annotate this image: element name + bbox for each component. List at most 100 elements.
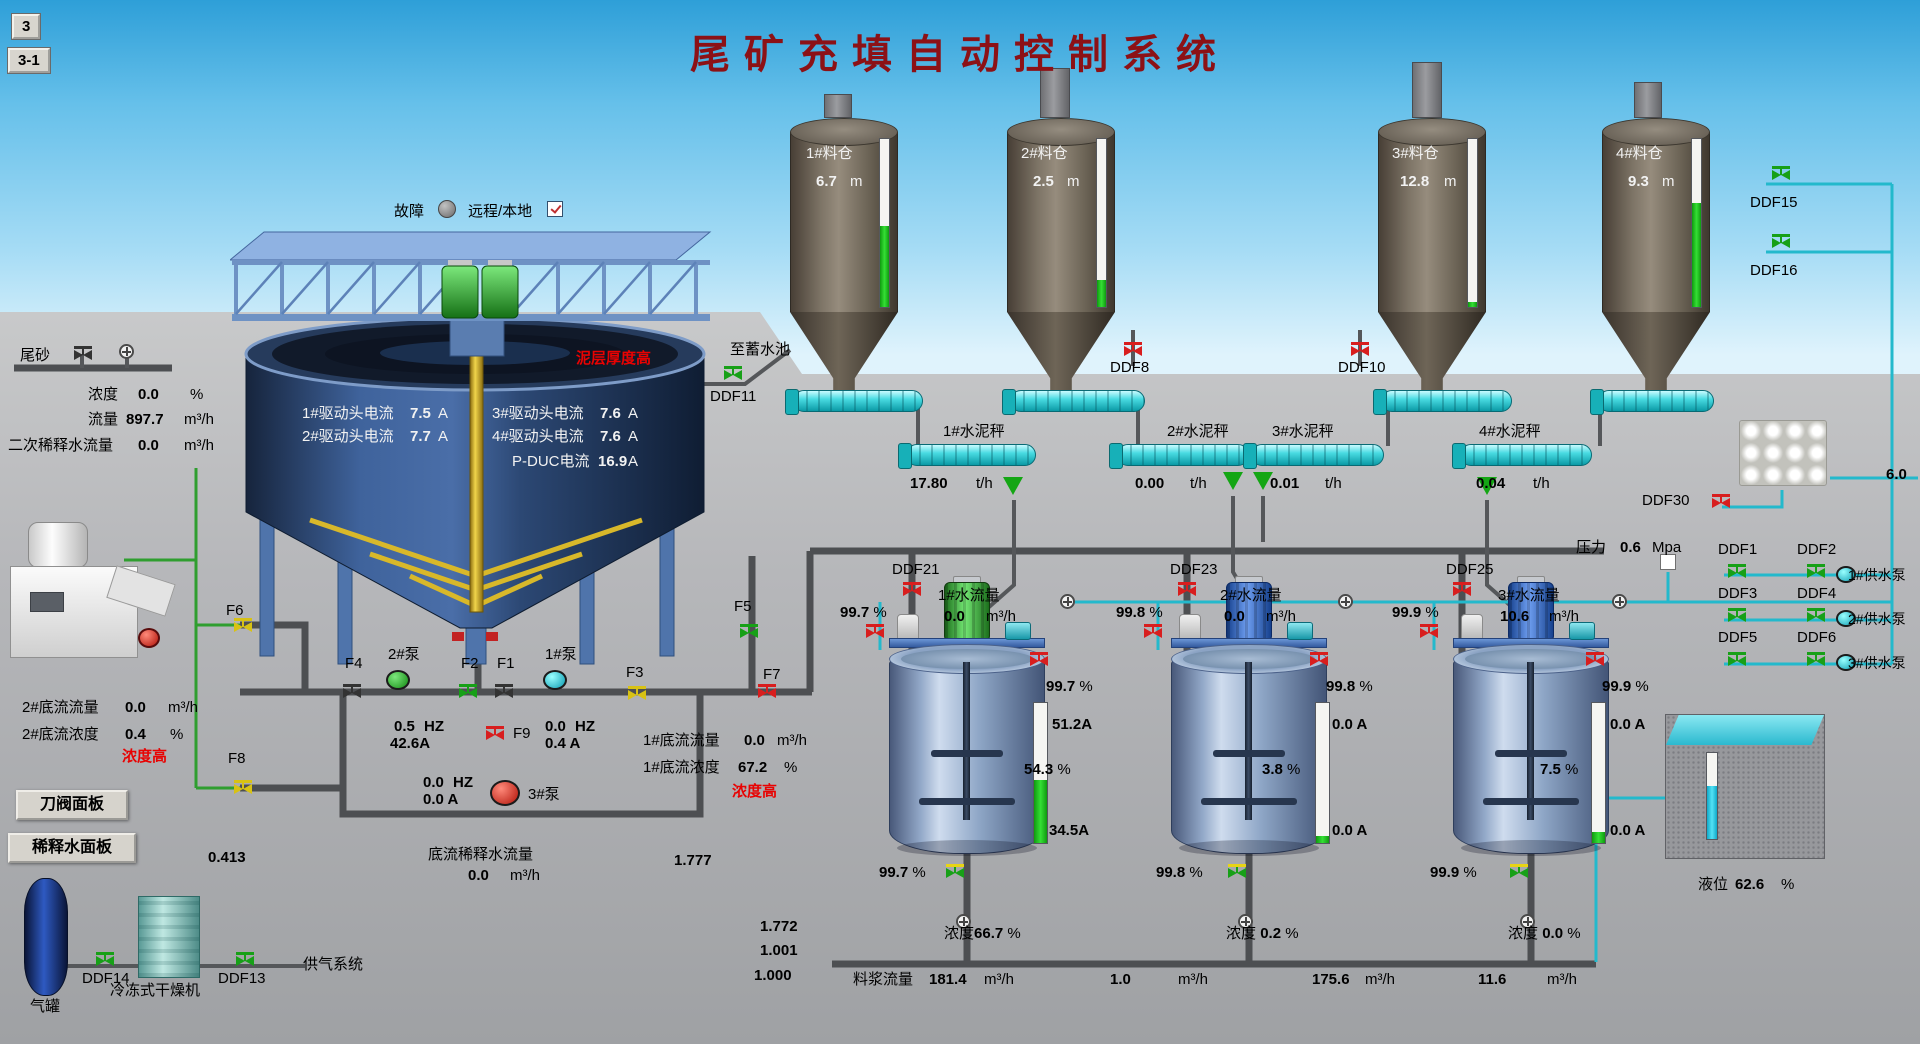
tank1-top-valve[interactable] <box>1030 652 1048 666</box>
slurry-flow-2: 1.0 <box>1110 971 1131 988</box>
tank1-top-valve-pct: 99.7 % <box>1046 678 1093 695</box>
valve-ddf13[interactable] <box>236 952 254 966</box>
f4-label: F4 <box>345 655 363 672</box>
mixing-tank-3[interactable] <box>1451 576 1611 867</box>
nav-button-3[interactable]: 3 <box>12 14 41 39</box>
tailings-flow-label: 流量 <box>88 411 119 428</box>
valve-ddf1[interactable] <box>1728 564 1746 578</box>
valve-ddf23[interactable] <box>1178 582 1196 596</box>
tank2-top-valve[interactable] <box>1310 652 1328 666</box>
silo-3-level: 12.8 <box>1400 173 1430 190</box>
agitator-blade <box>1213 750 1285 757</box>
thickener-tank[interactable] <box>230 224 730 674</box>
valve-ddf15[interactable] <box>1772 166 1790 180</box>
pump-1[interactable] <box>543 670 567 690</box>
valve-f7[interactable] <box>758 684 776 698</box>
ddf5-label: DDF5 <box>1718 629 1758 646</box>
pump-2[interactable] <box>386 670 410 690</box>
tank1-level-gauge <box>1033 702 1048 844</box>
gas-tank[interactable] <box>24 878 68 996</box>
underflow-dilution-value: 0.0 <box>468 867 489 884</box>
valve-ddf11[interactable] <box>724 366 742 380</box>
dilution-water-panel-button[interactable]: 稀释水面板 <box>8 833 136 863</box>
supply-pump-2[interactable] <box>1836 610 1856 627</box>
valve-ddf30[interactable] <box>1712 494 1730 508</box>
u1-conc-label: 1#底流浓度 <box>643 759 720 776</box>
drive3-unit: A <box>628 405 639 422</box>
tank3-top-valve[interactable] <box>1586 652 1604 666</box>
cement-scale-conveyor-2[interactable] <box>1109 443 1249 469</box>
remote-local-checkbox[interactable] <box>547 201 563 217</box>
silo-4[interactable] <box>1602 116 1710 412</box>
number-3: 1.000 <box>754 967 792 984</box>
freeze-dryer[interactable] <box>138 896 200 978</box>
tank3-outlet-valve[interactable] <box>1510 864 1528 878</box>
valve-ddf5[interactable] <box>1728 652 1746 666</box>
valve-f2[interactable] <box>459 684 477 698</box>
tank2-conc: 浓度 0.2 % <box>1226 925 1299 942</box>
feeder-cylinder <box>28 522 88 568</box>
supply-pump-2-label: 2#供水泵 <box>1848 611 1906 627</box>
tank2-water-inlet-valve[interactable] <box>1144 624 1162 638</box>
silo-1[interactable] <box>790 116 898 412</box>
nav-button-3-1[interactable]: 3-1 <box>8 48 50 73</box>
supply-pump-3[interactable] <box>1836 654 1856 671</box>
u1-conc-unit: % <box>784 759 798 776</box>
water-tank-cube[interactable] <box>1739 420 1827 486</box>
scale-1-unit: t/h <box>976 475 993 492</box>
valve-f6[interactable] <box>234 618 252 632</box>
mixing-tank-2[interactable] <box>1169 576 1329 867</box>
valve-f3[interactable] <box>628 686 646 700</box>
cement-scale-conveyor-3[interactable] <box>1243 443 1384 469</box>
valve-ddf14[interactable] <box>96 952 114 966</box>
tank2-water-flow-sensor <box>1338 594 1353 609</box>
tank3-conc: 浓度 0.0 % <box>1508 925 1581 942</box>
silo-1-level-gauge <box>879 138 890 308</box>
valve-f8[interactable] <box>234 780 252 794</box>
valve-ddf6[interactable] <box>1807 652 1825 666</box>
knife-valve-panel-button[interactable]: 刀阀面板 <box>16 790 128 820</box>
tank2-outlet-valve[interactable] <box>1228 864 1246 878</box>
screw-conveyor-4[interactable] <box>1590 389 1714 415</box>
ddf2-label: DDF2 <box>1797 541 1837 558</box>
valve-ddf16[interactable] <box>1772 234 1790 248</box>
silo-2[interactable] <box>1007 116 1115 412</box>
screw-conveyor-3[interactable] <box>1373 389 1512 415</box>
tank2-density-sensor <box>1238 914 1253 929</box>
valve-ddf8[interactable] <box>1124 342 1142 356</box>
mixing-tank-1[interactable] <box>887 576 1047 867</box>
valve-ddf3[interactable] <box>1728 608 1746 622</box>
tank1-outlet-valve[interactable] <box>946 864 964 878</box>
slurry-flow-3-unit: m³/h <box>1365 971 1395 988</box>
silo-3[interactable] <box>1378 116 1486 412</box>
tank3-water-inlet-valve[interactable] <box>1420 624 1438 638</box>
ddf23-label: DDF23 <box>1170 561 1218 578</box>
tank-shadow <box>1179 840 1319 856</box>
water-storage-tank[interactable] <box>1665 714 1825 859</box>
valve-f5[interactable] <box>740 624 758 638</box>
valve-f9[interactable] <box>486 726 504 740</box>
valve-ddf25[interactable] <box>1453 582 1471 596</box>
cement-scale-conveyor-1[interactable] <box>898 443 1036 469</box>
feeder-machine[interactable] <box>10 522 190 662</box>
ddf1-label: DDF1 <box>1718 541 1758 558</box>
valve-ddf21[interactable] <box>903 582 921 596</box>
drive4-unit: A <box>628 428 639 445</box>
pump-3[interactable] <box>490 780 520 806</box>
valve-f4[interactable] <box>343 684 361 698</box>
valve-ddf2[interactable] <box>1807 564 1825 578</box>
tank2-top-valve-pct: 99.8 % <box>1326 678 1373 695</box>
cement-scale-conveyor-4[interactable] <box>1452 443 1592 469</box>
silo-3-filter <box>1412 62 1442 118</box>
valve-f1[interactable] <box>495 684 513 698</box>
valve-ddf10[interactable] <box>1351 342 1369 356</box>
tank1-water-inlet-valve[interactable] <box>866 624 884 638</box>
screw-conveyor-1[interactable] <box>785 389 923 415</box>
silo-3-unit: m <box>1444 173 1457 190</box>
valve-ddf4[interactable] <box>1807 608 1825 622</box>
tank1-density-sensor <box>956 914 971 929</box>
discharge-arrow-4 <box>1477 477 1497 495</box>
screw-conveyor-2[interactable] <box>1002 389 1145 415</box>
tailings-valve[interactable] <box>74 346 92 360</box>
supply-pump-1[interactable] <box>1836 566 1856 583</box>
